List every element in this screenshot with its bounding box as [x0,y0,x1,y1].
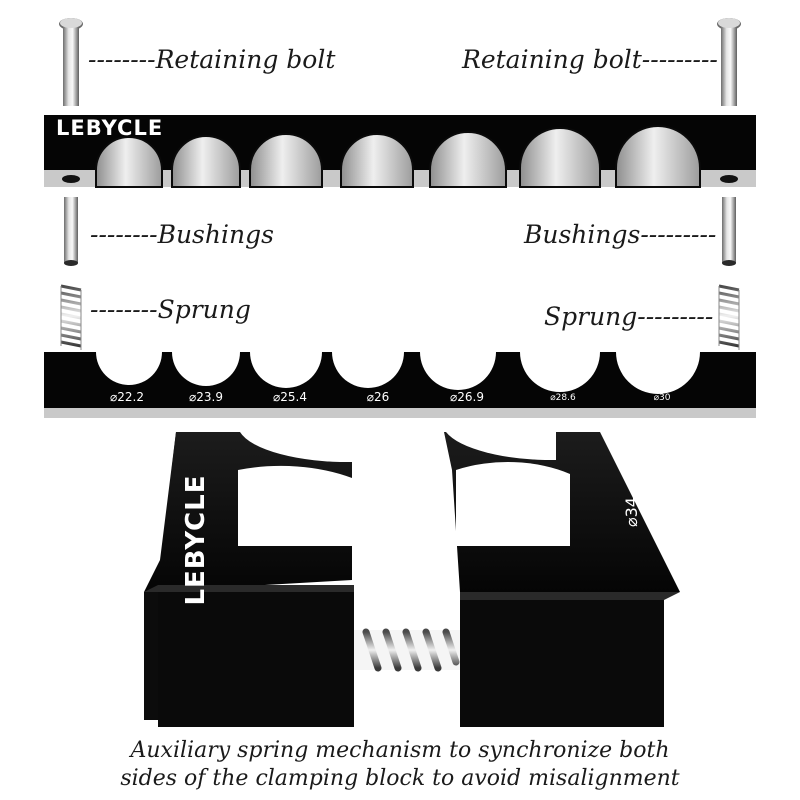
diameter-label-35: ⌀35 [616,426,632,454]
caption-line-1: Auxiliary spring mechanism to synchroniz… [130,738,670,763]
label-retaining-bolt-right: Retaining bolt--------- [462,45,718,74]
retaining-bolt-left [59,18,83,106]
diameter-label: ⌀26 [366,390,390,404]
label-sprung-left: --------Sprung [90,295,251,324]
upper-clamp-block [44,115,756,188]
diameter-label: ⌀28.6 [550,393,576,403]
brand-logo-upper: LEBYCLE [56,116,164,140]
clamp-photo [144,432,680,727]
bushing-right [722,197,736,266]
label-retaining-bolt-left: --------Retaining bolt [88,45,336,74]
spring-right [718,284,740,350]
diameter-label-34: ⌀34 [622,497,641,527]
diameter-label: ⌀25.4 [273,390,307,404]
diameter-label: ⌀22.2 [110,390,144,404]
label-sprung-right: Sprung--------- [544,302,714,331]
diameter-label: ⌀23.9 [189,390,223,404]
bushing-left [64,197,78,266]
brand-logo-photo: LEBYCLE [181,474,211,606]
spring-left [60,284,82,350]
label-bushings-right: Bushings--------- [524,220,717,249]
label-bushings-left: --------Bushings [90,220,274,249]
retaining-bolt-right [717,18,741,106]
caption-line-2: sides of the clamping block to avoid mis… [120,766,680,791]
diameter-label: ⌀26.9 [450,390,484,404]
diameter-label: ⌀30 [653,393,671,403]
lower-clamp-block [44,352,756,418]
